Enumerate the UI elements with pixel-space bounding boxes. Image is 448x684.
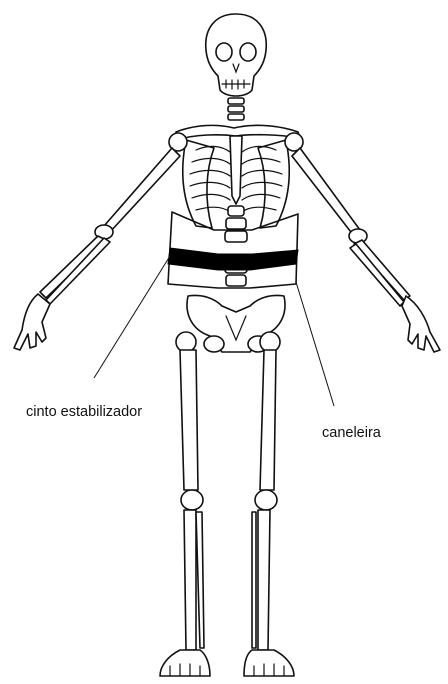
- sternum: [230, 136, 242, 204]
- spine: [225, 206, 247, 286]
- left-leg: [160, 332, 210, 676]
- belt-leader-line: [94, 256, 170, 378]
- skull: [206, 14, 267, 96]
- right-arm: [285, 133, 440, 352]
- right-leg: [244, 332, 294, 676]
- stabilizer-belt: [168, 248, 298, 270]
- neck-vertebrae: [228, 98, 244, 120]
- brace-leader-line: [296, 282, 334, 406]
- belt-label: cinto estabilizador: [26, 404, 142, 420]
- brace-label: caneleira: [322, 425, 381, 441]
- left-arm: [14, 133, 187, 350]
